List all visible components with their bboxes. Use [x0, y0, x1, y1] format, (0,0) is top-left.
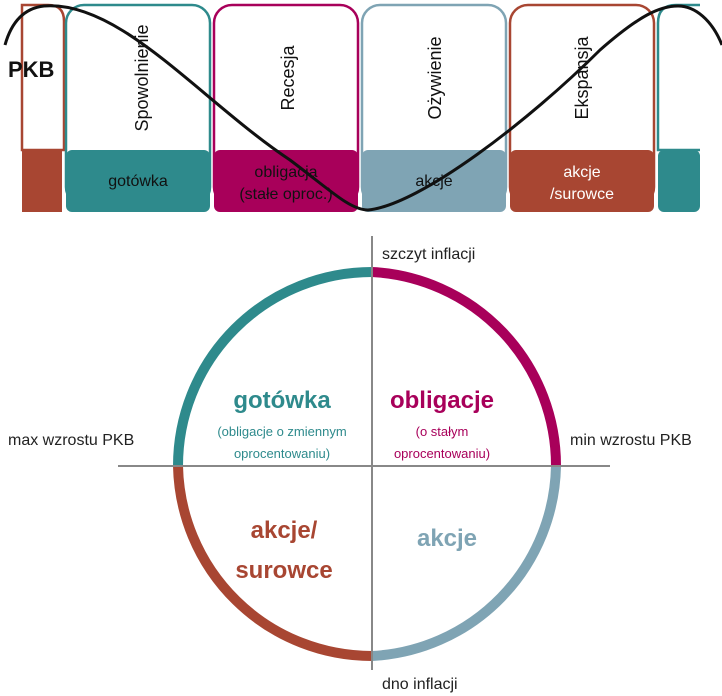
gdp-label: PKB — [8, 57, 54, 82]
asset-bar-right-partial — [658, 150, 700, 212]
phase-label-ekspansja: Ekspansja — [572, 35, 592, 119]
quadrant-sub-cash-line2: oprocentowaniu) — [234, 446, 330, 461]
cycle-circle — [118, 236, 610, 670]
inflation-peak-label: szczyt inflacji — [382, 246, 475, 263]
quadrant-sub-cash-line1: (obligacje o zmiennym — [217, 424, 346, 439]
arc-top-left — [173, 267, 373, 467]
asset-bar-ozywienie — [362, 150, 506, 212]
phase-strip: Spowolnienie gotówka Recesja obligacja (… — [20, 3, 700, 212]
phase-box-right-partial — [656, 3, 700, 152]
gdp-growth-min-label: min wzrostu PKB — [570, 432, 692, 449]
asset-label-spowolnienie: gotówka — [108, 173, 168, 190]
arc-top-right — [371, 267, 562, 467]
quadrant-title-stocks-commodities-line1: akcje/ — [251, 517, 318, 544]
asset-label-recesja-line2: (stałe oproc.) — [239, 186, 332, 203]
asset-bar-recesja — [214, 150, 358, 212]
quadrant-title-bonds: obligacje — [390, 387, 494, 414]
asset-bar-spowolnienie — [66, 150, 210, 212]
arc-bottom-right — [371, 465, 561, 661]
gdp-wave — [3, 4, 722, 212]
asset-label-ekspansja-line1: akcje — [563, 164, 600, 181]
phase-label-spowolnienie: Spowolnienie — [132, 24, 152, 131]
arc-bottom-left — [173, 465, 373, 661]
phase-label-recesja: Recesja — [278, 44, 298, 110]
quadrant-sub-bonds-line2: oprocentowaniu) — [394, 446, 490, 461]
gdp-growth-max-label: max wzrostu PKB — [8, 432, 134, 449]
quadrant-title-stocks: akcje — [417, 525, 477, 552]
phase-label-ozywienie: Ożywienie — [425, 36, 445, 119]
asset-bar-ekspansja — [510, 150, 654, 212]
inflation-trough-label: dno inflacji — [382, 676, 458, 693]
asset-label-ekspansja-line2: /surowce — [550, 186, 614, 203]
quadrant-title-cash: gotówka — [233, 387, 331, 414]
quadrant-title-stocks-commodities-line2: surowce — [235, 557, 332, 584]
quadrant-sub-bonds-line1: (o stałym — [416, 424, 469, 439]
asset-bar-left-partial — [22, 150, 62, 212]
